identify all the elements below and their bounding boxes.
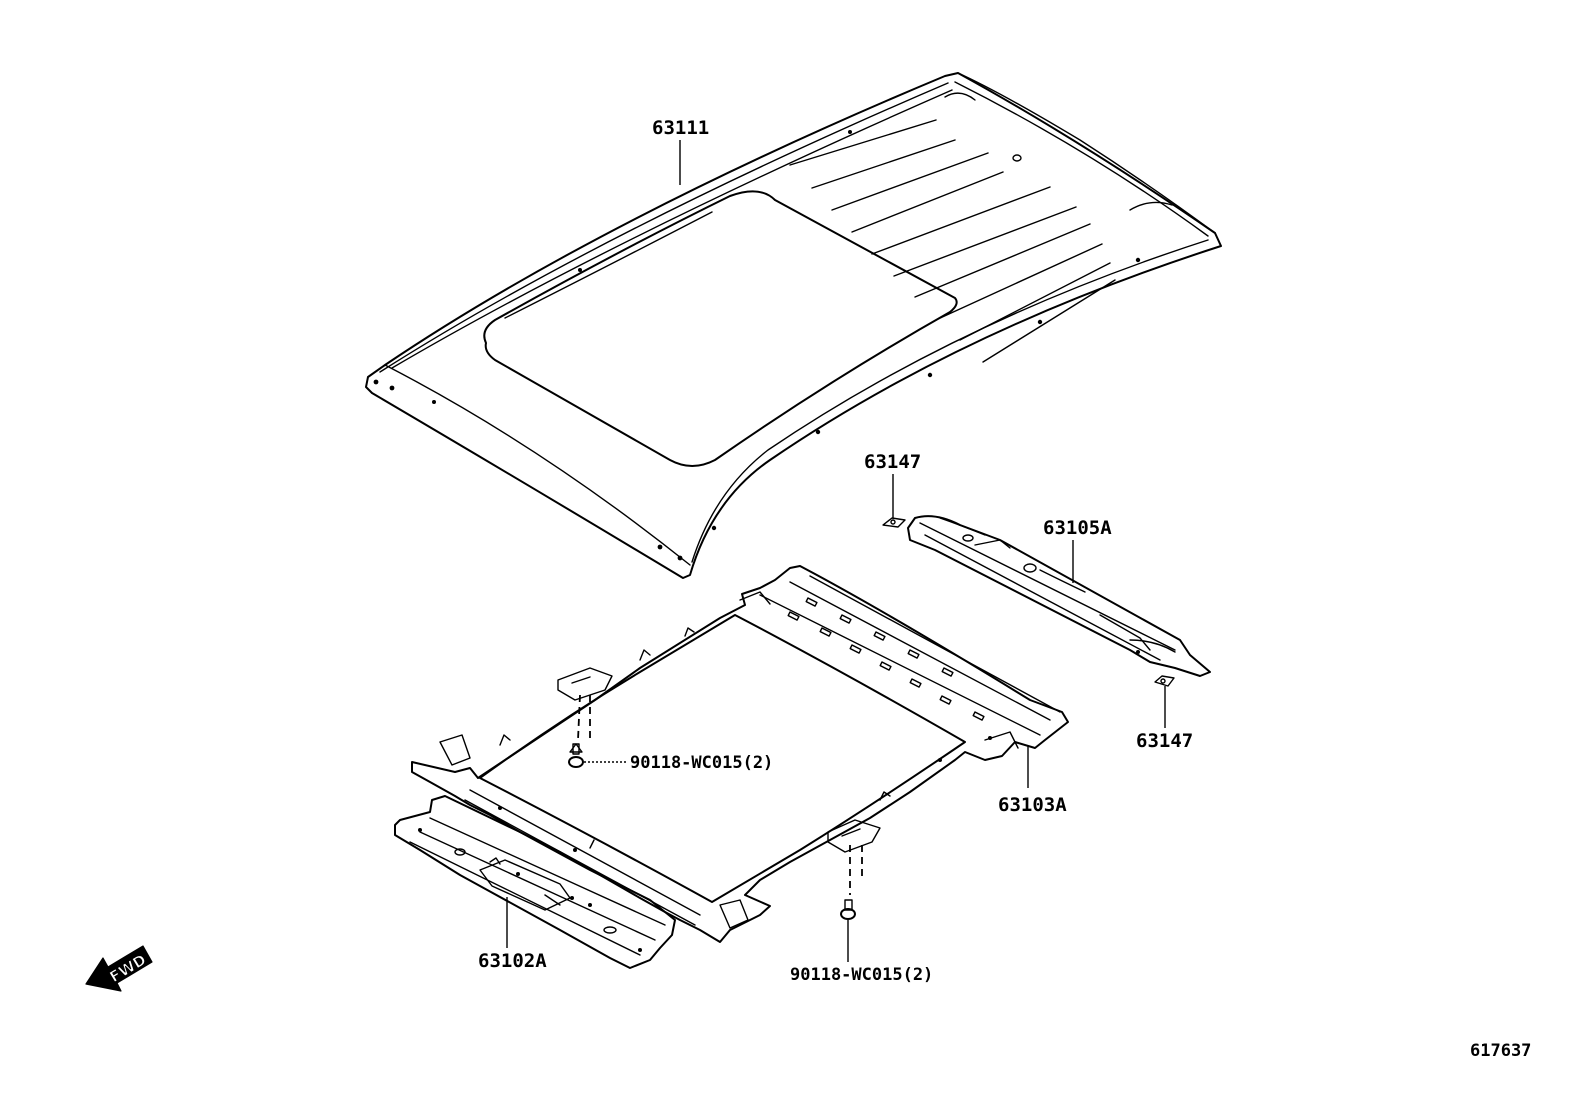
front-header-panel[interactable] [394, 795, 676, 969]
label-bolt-upper: 90118-WC015(2) [630, 753, 773, 773]
bolt-upper[interactable] [568, 743, 584, 768]
fwd-arrow-icon: FWD [85, 945, 153, 992]
label-clip-upper: 63147 [864, 451, 921, 473]
clip-upper[interactable] [882, 517, 906, 528]
bolt-lower[interactable] [840, 899, 856, 920]
label-sunroof-reinforcement: 63103A [998, 794, 1067, 816]
label-roof-panel: 63111 [652, 117, 709, 139]
label-front-header: 63102A [478, 950, 547, 972]
sunroof-reinforcement-frame[interactable] [411, 565, 1069, 943]
clip-lower[interactable] [1154, 675, 1175, 687]
rear-header-panel[interactable] [907, 515, 1211, 677]
label-clip-lower: 63147 [1136, 730, 1193, 752]
diagram-id: 617637 [1470, 1041, 1531, 1061]
roof-panel[interactable] [365, 72, 1222, 579]
label-rear-header: 63105A [1043, 517, 1112, 539]
label-bolt-lower: 90118-WC015(2) [790, 965, 933, 985]
